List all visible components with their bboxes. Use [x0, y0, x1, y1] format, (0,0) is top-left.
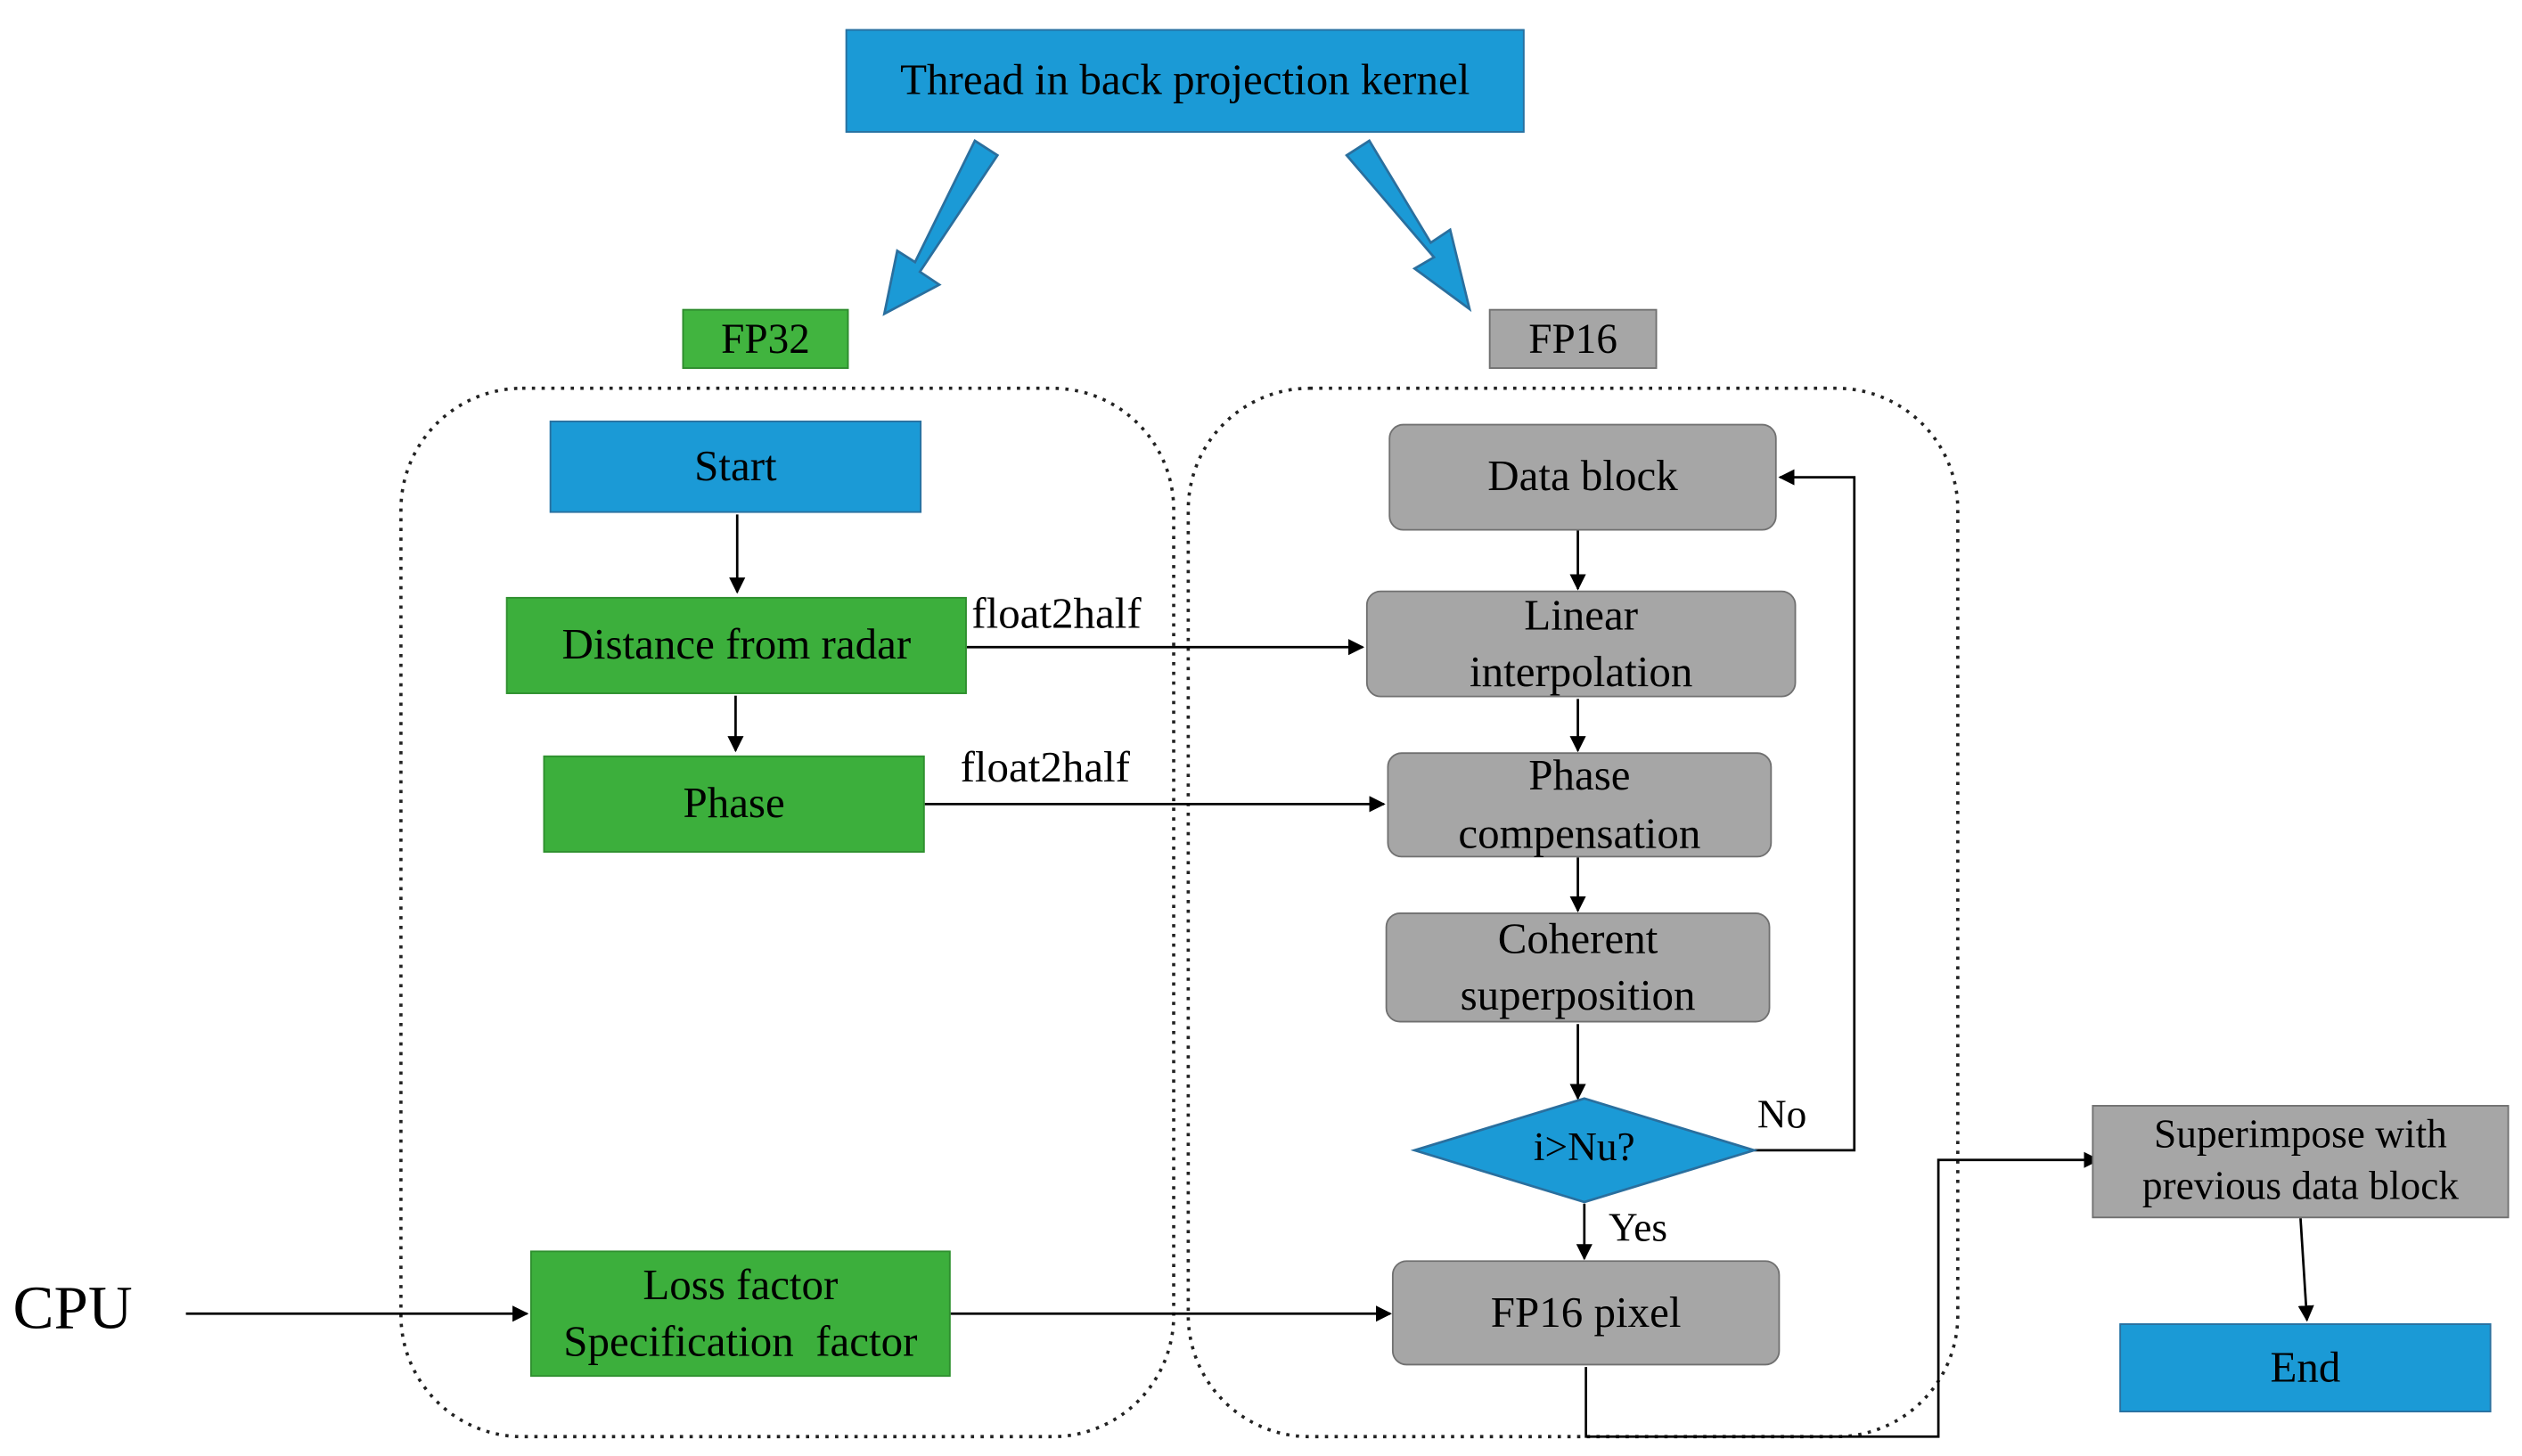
linear-line2: interpolation	[1470, 647, 1693, 696]
distance-node: Distance from radar	[505, 596, 967, 694]
edge-pixel-to-superimpose	[1584, 1151, 2100, 1438]
superimpose-node: Superimpose with previous data block	[2092, 1105, 2510, 1219]
fp16-group-boundary	[1186, 386, 1960, 1439]
coherent-line1: Coherent	[1497, 913, 1658, 963]
start-label: Start	[694, 441, 777, 491]
loss-factor-node: Loss factor Specification factor	[530, 1250, 951, 1378]
float2half-label-1: float2half	[971, 588, 1142, 638]
loss-factor-line2: Specification factor	[563, 1316, 918, 1366]
fp16-pixel-node: FP16 pixel	[1391, 1260, 1781, 1366]
fp32-tag-label: FP32	[721, 315, 810, 362]
cpu-label: CPU	[12, 1274, 133, 1343]
phase-comp-line1: Phase	[1528, 751, 1631, 800]
no-label: No	[1756, 1093, 1807, 1138]
thread-kernel-label: Thread in back projection kernel	[900, 55, 1470, 105]
fp16-tag-label: FP16	[1528, 315, 1617, 362]
loss-factor-line1: Loss factor	[643, 1260, 839, 1309]
yes-label: Yes	[1609, 1207, 1668, 1251]
phase-node: Phase	[543, 755, 925, 853]
float2half-label-2: float2half	[960, 742, 1130, 791]
decision-label: i>Nu?	[1533, 1125, 1635, 1170]
fp32-tag: FP32	[682, 308, 849, 369]
data-block-node: Data block	[1388, 423, 1777, 531]
fp16-pixel-label: FP16 pixel	[1490, 1288, 1682, 1337]
edge-superimpose-to-end	[2297, 1218, 2314, 1322]
coherent-line2: superposition	[1460, 970, 1696, 1019]
edge-decision-no-loop	[1754, 469, 1856, 1152]
linear-line1: Linear	[1524, 590, 1639, 639]
phase-compensation-node: Phase compensation	[1387, 751, 1773, 858]
phase-label: Phase	[683, 779, 785, 828]
distance-label: Distance from radar	[561, 620, 912, 669]
split-arrow-fp16	[1345, 139, 1472, 313]
data-block-label: Data block	[1487, 452, 1678, 501]
decision-diamond	[1410, 1097, 1758, 1204]
phase-comp-line2: compensation	[1458, 807, 1701, 857]
end-label: End	[2270, 1342, 2341, 1392]
fp16-tag: FP16	[1488, 308, 1658, 369]
end-node: End	[2119, 1323, 2492, 1413]
superimpose-line1: Superimpose with	[2154, 1112, 2447, 1157]
superimpose-line2: previous data block	[2141, 1165, 2460, 1209]
coherent-superposition-node: Coherent superposition	[1385, 912, 1771, 1023]
start-node: Start	[549, 421, 922, 513]
thread-kernel-node: Thread in back projection kernel	[845, 29, 1525, 133]
split-arrow-fp32	[882, 138, 1000, 316]
linear-interpolation-node: Linear interpolation	[1365, 591, 1797, 698]
